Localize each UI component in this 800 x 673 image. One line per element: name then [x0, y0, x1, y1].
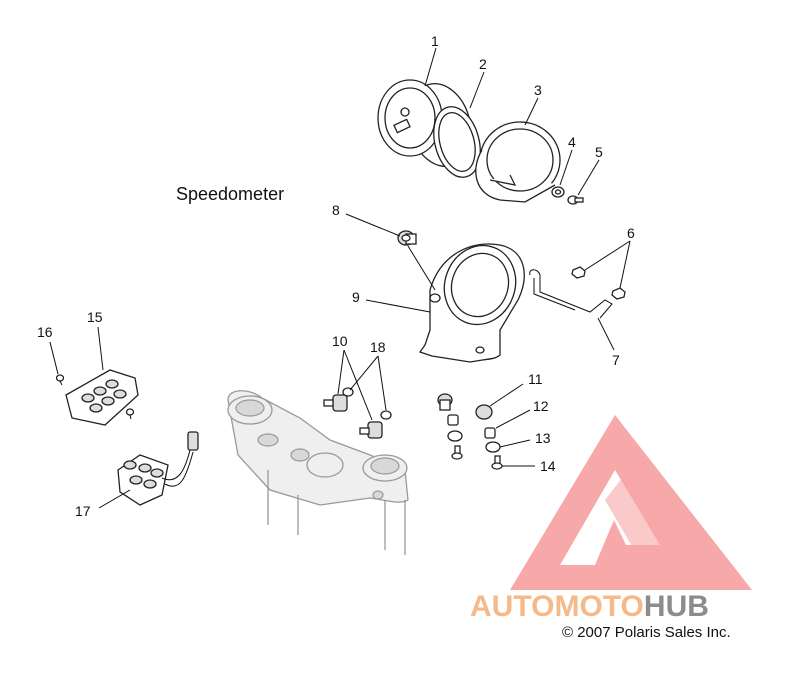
callout-18: 18 — [370, 339, 386, 355]
housing-part-3 — [475, 121, 561, 203]
nut-part-6-b — [611, 287, 626, 300]
triple-clamp-ghost — [227, 390, 409, 555]
callout-8: 8 — [332, 202, 340, 218]
callout-15: 15 — [87, 309, 103, 325]
watermark-text-part2: HUB — [644, 590, 709, 623]
grommet-part-11-b — [475, 404, 493, 420]
cover-plate-part-15 — [65, 369, 139, 426]
spacer-part-12-b — [484, 427, 496, 439]
wire-bracket-part-7 — [529, 269, 613, 319]
callout-16: 16 — [37, 324, 53, 340]
callout-1: 1 — [431, 33, 439, 49]
callout-3: 3 — [534, 82, 542, 98]
washer-part-13-a — [447, 430, 463, 442]
switch-harness-part-17 — [117, 431, 199, 506]
callout-2: 2 — [479, 56, 487, 72]
gasket-part-2 — [433, 106, 481, 178]
washer-part-18-a — [342, 387, 354, 397]
callout-4: 4 — [568, 134, 576, 150]
rubber-mount-part-10-a — [323, 394, 348, 412]
nut-part-6-a — [571, 266, 586, 279]
callout-14: 14 — [540, 458, 556, 474]
grommet-part-8 — [397, 230, 417, 246]
washer-part-13-b — [485, 441, 501, 453]
watermark-text-part1: AUTOMOTO — [470, 590, 644, 623]
screw-part-16 — [55, 374, 65, 386]
washer-part-18-b — [380, 410, 392, 420]
callout-10: 10 — [332, 333, 348, 349]
callout-7: 7 — [612, 352, 620, 368]
copyright-text: © 2007 Polaris Sales Inc. — [562, 624, 731, 641]
screw-part-16-b — [125, 408, 135, 420]
callout-6: 6 — [627, 225, 635, 241]
callout-11: 11 — [528, 371, 543, 387]
grommet-part-11-a — [437, 393, 453, 411]
spacer-part-12-a — [447, 414, 459, 426]
leader-lines — [49, 47, 631, 509]
callout-12: 12 — [533, 398, 549, 414]
rubber-mount-part-10-b — [359, 421, 383, 439]
bolt-part-14-a — [451, 445, 463, 460]
bracket-part-9 — [418, 243, 525, 363]
callout-13: 13 — [535, 430, 551, 446]
callout-17: 17 — [75, 503, 91, 519]
watermark-text: AUTOMOTOHUB — [470, 590, 709, 623]
diagram-title: Speedometer — [176, 184, 284, 204]
callout-5: 5 — [595, 144, 603, 160]
bolt-part-14-b — [491, 455, 503, 470]
callout-9: 9 — [352, 289, 360, 305]
screw-part-5 — [567, 195, 584, 205]
watermark-logo — [510, 415, 752, 590]
washer-part-4 — [551, 186, 565, 198]
